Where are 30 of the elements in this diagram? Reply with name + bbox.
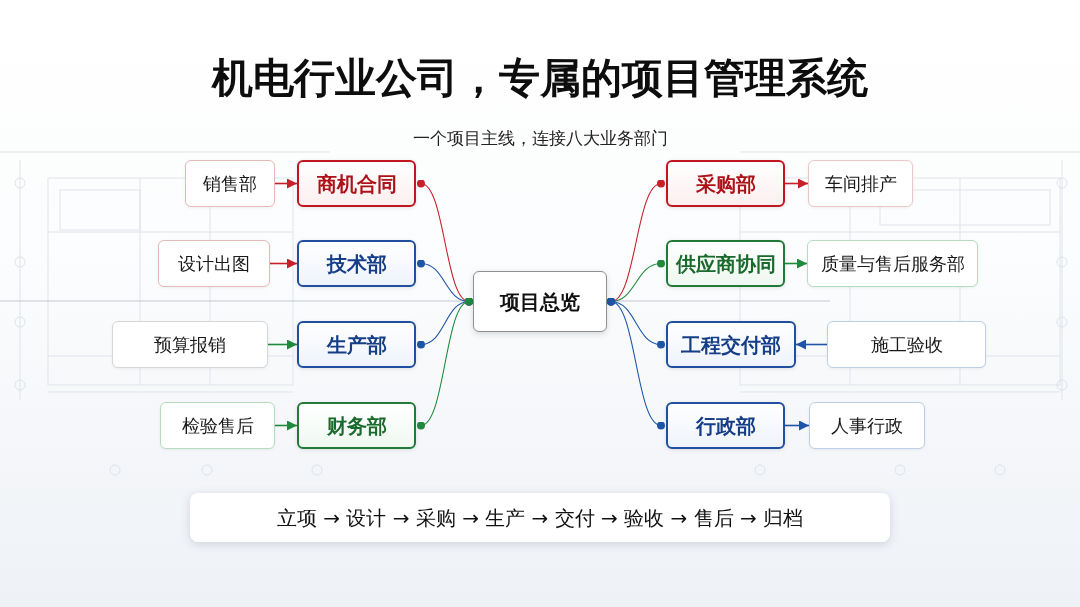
department-box: 生产部 [297,321,416,368]
department-box: 采购部 [666,160,785,207]
task-box: 销售部 [185,160,275,207]
connector-arrow [274,178,298,189]
department-box: 行政部 [666,402,785,449]
department-box: 技术部 [297,240,416,287]
department-box: 供应商协同 [666,240,785,287]
department-box: 财务部 [297,402,416,449]
connector-arrow [274,420,298,431]
task-box: 人事行政 [809,402,925,449]
connector-arrow [784,420,810,431]
task-box: 车间排产 [808,160,913,207]
connector-arrow [269,258,298,269]
task-box: 施工验收 [827,321,986,368]
subtitle: 一个项目主线，连接八大业务部门 [412,128,668,149]
department-box: 工程交付部 [666,321,796,368]
connector-curve [607,297,665,430]
hub-box: 项目总览 [473,271,607,332]
task-box: 设计出图 [158,240,270,287]
department-box: 商机合同 [297,160,416,207]
workflow-bar: 立项 → 设计 → 采购 → 生产 → 交付 → 验收 → 售后 → 归档 [190,493,890,542]
connector-arrow [795,339,828,350]
connector-arrow [267,339,298,350]
connector-arrow [784,178,809,189]
task-box: 预算报销 [112,321,268,368]
task-box: 检验售后 [160,402,275,449]
title: 机电行业公司，专属的项目管理系统 [212,54,868,104]
connector-arrow [784,258,808,269]
connector-curve [417,297,473,430]
task-box: 质量与售后服务部 [807,240,978,287]
